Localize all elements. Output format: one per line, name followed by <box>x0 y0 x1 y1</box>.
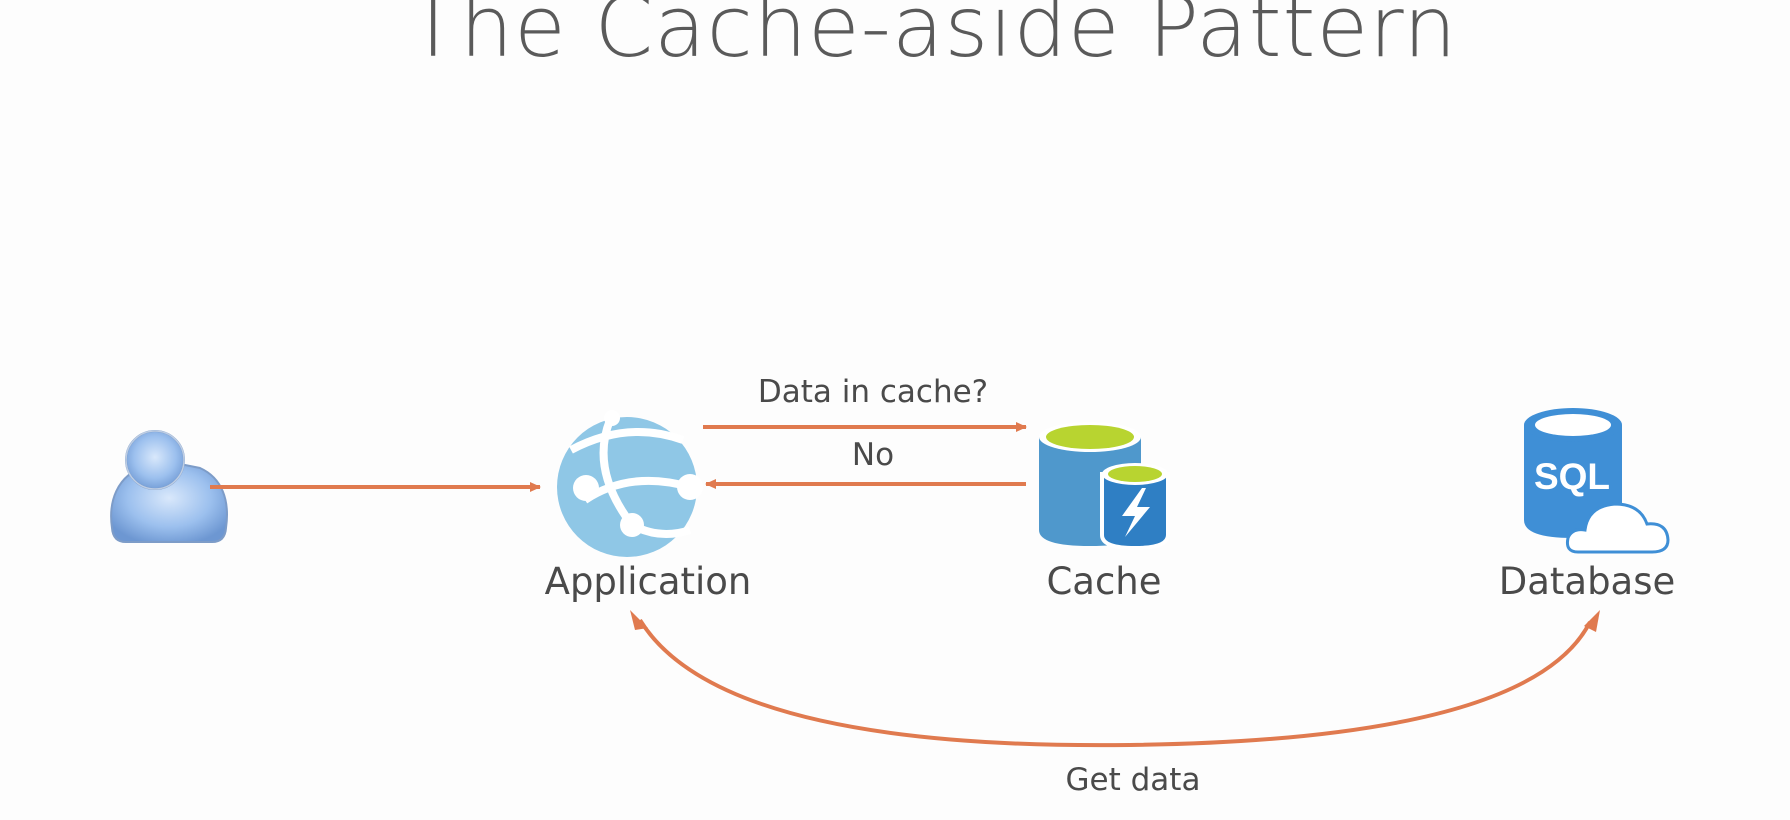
user-icon <box>110 430 228 543</box>
redis-cache-icon <box>1039 422 1170 551</box>
sql-icon-text: SQL <box>1534 456 1610 497</box>
get-data-arrow <box>630 610 1600 748</box>
cache-label: Cache <box>1046 560 1162 603</box>
get-data-label: Get data <box>1065 762 1201 798</box>
cache-miss-label: No <box>851 437 895 473</box>
sql-database-icon: SQL <box>1524 408 1670 554</box>
slide-title: The Cache-aside Pattern <box>407 0 1458 76</box>
check-cache-label: Data in cache? <box>757 374 989 410</box>
application-label: Application <box>544 560 752 603</box>
database-label: Database <box>1498 560 1676 603</box>
web-app-globe-icon <box>557 410 703 557</box>
